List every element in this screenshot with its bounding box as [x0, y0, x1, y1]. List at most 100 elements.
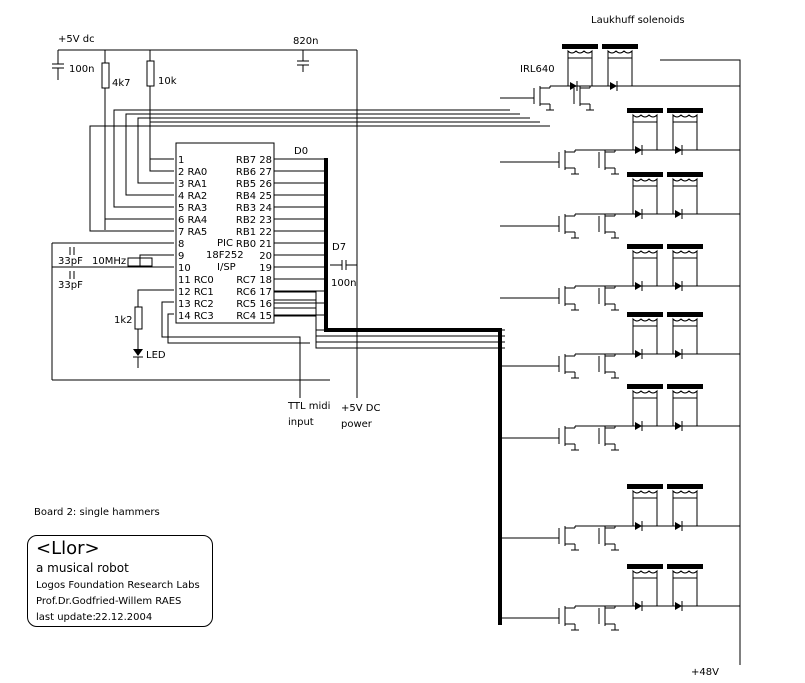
resistor-1k2 [134, 306, 143, 330]
pic-pin-left: 5 RA3 [178, 203, 207, 214]
solenoid-plunger [667, 108, 703, 113]
pic-pin-right: RB2 23 [236, 215, 272, 226]
supply-48v-rail [660, 59, 741, 665]
wire [113, 109, 510, 208]
solenoid-plunger [602, 44, 638, 49]
solenoid-coil [672, 389, 698, 399]
pic-pin-right: RB1 22 [236, 227, 272, 238]
cap-33pf-b-label: 33pF [58, 280, 83, 291]
pic-pin-left: 12 RC1 [178, 287, 214, 298]
board-label: Board 2: single hammers [34, 507, 160, 518]
resistor-10k-label: 10k [158, 76, 177, 87]
diode [675, 210, 682, 218]
resistor-10k [146, 60, 155, 87]
title-block [27, 535, 213, 627]
wire [125, 113, 520, 196]
solenoid-coil [672, 489, 698, 499]
solenoid-coil [632, 317, 658, 327]
wire [89, 125, 550, 232]
pic-pin-left: 8 [178, 239, 184, 250]
pic-pin-right: RB6 27 [236, 167, 272, 178]
pic-pin-left: 11 RC0 [178, 275, 214, 286]
pic-pin-right: RC6 17 [236, 287, 272, 298]
cap-33pf-a-label: 33pF [58, 256, 83, 267]
cap-100n-b-label: 100n [331, 278, 356, 289]
pic-pin-right: 20 [259, 251, 272, 262]
title-block-subtitle: a musical robot [36, 561, 129, 575]
pic-chip [175, 142, 275, 324]
diode [675, 282, 682, 290]
midi-input-wire [161, 301, 301, 398]
bus-d0-label: D0 [294, 146, 308, 157]
resistor-1k2-label: 1k2 [114, 315, 133, 326]
solenoid-plunger [562, 44, 598, 49]
pic-pin-left: 4 RA2 [178, 191, 207, 202]
bus-d7-label: D7 [332, 242, 346, 253]
wire [137, 289, 174, 307]
solenoid-plunger [627, 384, 663, 389]
bus-wire [274, 315, 505, 349]
solenoid-plunger [667, 244, 703, 249]
pic-isp: I/SP [217, 262, 236, 273]
ttl-label-2: input [288, 417, 314, 428]
title-block-title: <Llor> [36, 538, 100, 559]
diode [610, 82, 617, 90]
solenoid-coil [672, 317, 698, 327]
wire [149, 121, 540, 172]
pic-pin-right: RB0 21 [236, 239, 272, 250]
diode [675, 602, 682, 610]
wire [167, 313, 310, 344]
solenoid-coil [567, 49, 593, 59]
diode [675, 146, 682, 154]
pic-pin-right: RC5 16 [236, 299, 272, 310]
pic-pin-right: RB5 26 [236, 179, 272, 190]
pic-pin-left: 13 RC2 [178, 299, 214, 310]
solenoid-plunger [627, 484, 663, 489]
cap-820n-label: 820n [293, 36, 318, 47]
diode [675, 522, 682, 530]
pic-pin-right: RC7 18 [236, 275, 272, 286]
solenoids-label: Laukhuff solenoids [591, 15, 685, 26]
supply-5v-label: +5V dc [58, 34, 95, 45]
bus-lines [274, 291, 505, 349]
solenoid-plunger [627, 172, 663, 177]
pic-pin-right: RC4 15 [236, 311, 272, 322]
supply-48v-label: +48V [691, 667, 719, 678]
pic-pin-left: 2 RA0 [178, 167, 207, 178]
title-block-org: Logos Foundation Research Labs [36, 580, 200, 591]
bus-wire [274, 307, 505, 343]
solenoid-plunger [667, 564, 703, 569]
solenoid-coil [632, 569, 658, 579]
solenoid-plunger [627, 564, 663, 569]
solenoid-coil [632, 177, 658, 187]
solenoid-coil [672, 177, 698, 187]
crystal-label: 10MHz [92, 256, 126, 267]
solenoid-coil [672, 113, 698, 123]
resistor-4k7 [101, 62, 110, 89]
solenoid-plunger [667, 484, 703, 489]
solenoid-plunger [667, 312, 703, 317]
wire [137, 117, 530, 184]
data-bus [324, 158, 502, 625]
diode [675, 350, 682, 358]
pic-name: PIC [217, 238, 233, 249]
title-block-update-date: 22.12.2004 [95, 612, 153, 623]
cap-100n-label: 100n [69, 64, 94, 75]
crystal [127, 257, 153, 267]
pic-pin-left: 9 [178, 251, 184, 262]
pic-pin-left: 14 RC3 [178, 311, 214, 322]
solenoid-coil [672, 569, 698, 579]
solenoid-coil [632, 489, 658, 499]
title-block-update-label: last update: [36, 612, 96, 623]
solenoid-plunger [627, 312, 663, 317]
led-label: LED [146, 350, 166, 361]
pic-pin-left: 6 RA4 [178, 215, 207, 226]
transistor-label: IRL640 [520, 64, 555, 75]
solenoid-plunger [667, 172, 703, 177]
solenoid-plunger [667, 384, 703, 389]
ttl-label-1: TTL midi [287, 401, 330, 412]
pic-pin-left: 10 [178, 263, 191, 274]
pic-model: 18F252 [206, 250, 244, 261]
